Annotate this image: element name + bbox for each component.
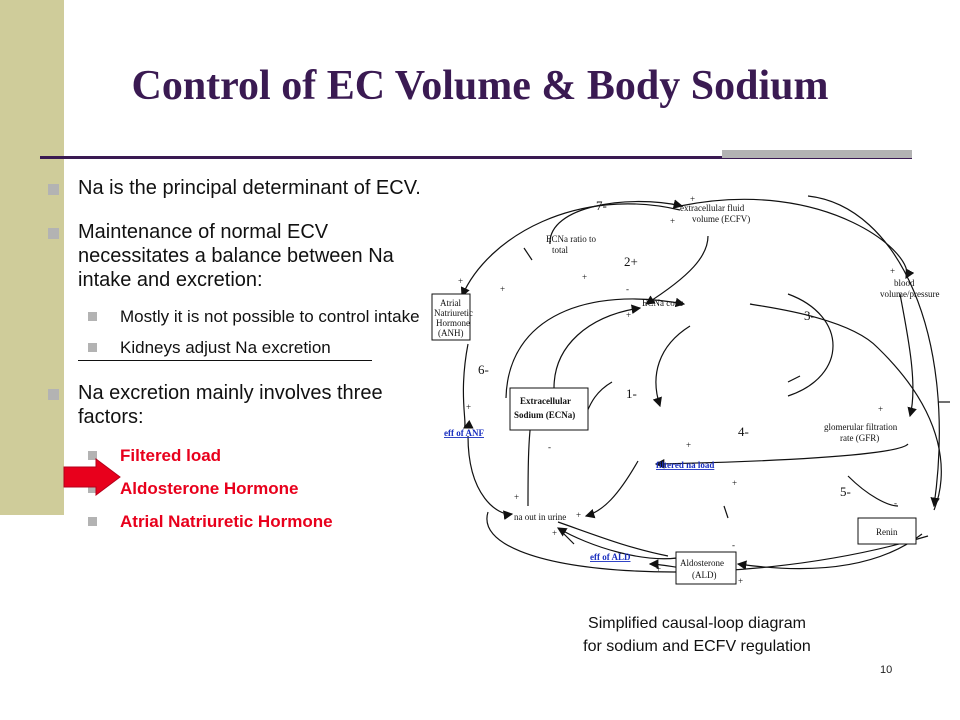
caption-line-1: Simplified causal-loop diagram [588,615,806,632]
node-eff-anf: eff of ANF [444,428,484,438]
polarity-plus: + [514,492,519,502]
sub-list-factors: Filtered load Aldosterone Hormone Atrial… [78,445,436,532]
polarity-plus: + [576,510,581,520]
sub-bullet-anh: Atrial Natriuretic Hormone [78,511,436,532]
polarity-plus: + [626,310,631,320]
anh-node-box [431,293,471,341]
loop-5: 5- [840,484,851,499]
node-anh-line3: Hormone [436,318,470,328]
polarity-plus: + [670,216,675,226]
polarity-plus: + [466,402,471,412]
bullet-balance: Maintenance of normal ECV necessitates a… [46,220,436,361]
bullet-three-factors-text: Na excretion mainly involves three facto… [78,382,383,428]
sub-bullet-filtered-load: Filtered load [78,445,436,466]
node-anh-line4: (ANH) [438,328,464,338]
node-ratio-line2: total [552,245,568,255]
node-ratio-line1: ECNa ratio to [546,234,596,244]
renin-node-box [857,517,917,545]
sub-bullet-kidneys: Kidneys adjust Na excretion [78,337,372,361]
bullet-three-factors: Na excretion mainly involves three facto… [46,381,436,532]
node-anh-line2: Natriuretic [434,308,473,318]
node-anh-line1: Atrial [440,298,461,308]
polarity-plus: + [656,564,661,574]
node-gfr-line1: glomerular filtration [824,422,898,432]
causal-loop-diagram: extracellular fluid volume (ECFV) ECNa r… [431,194,950,586]
polarity-plus: + [878,404,883,414]
node-eff-ald: eff of ALD [590,552,631,562]
diagram-caption: Simplified causal-loop diagram for sodiu… [512,612,882,658]
polarity-minus: - [548,442,551,452]
sub-list-balance: Mostly it is not possible to control int… [78,306,436,361]
polarity-plus: + [582,272,587,282]
loop-6: 6- [478,362,489,377]
node-filtered-load: filtered na load [656,460,714,470]
node-ecna-line1: Extracellular [520,396,571,406]
slide-title: Control of EC Volume & Body Sodium [131,63,829,109]
bullet-list: Na is the principal determinant of ECV. … [46,176,436,552]
polarity-plus: + [690,194,695,204]
polarity-plus: + [738,576,743,586]
node-renin: Renin [876,527,898,537]
page-number: 10 [880,664,893,676]
ald-node-box [675,551,737,585]
polarity-plus: + [458,276,463,286]
loop-1: 1- [626,386,637,401]
polarity-minus: - [732,540,735,550]
node-ald-line1: Aldosterone [680,558,724,568]
polarity-plus: + [890,266,895,276]
loop-7: 7- [596,198,607,213]
polarity-plus: + [686,440,691,450]
title-divider-accent [722,150,912,158]
polarity-plus: + [500,284,505,294]
loop-2: 2+ [624,254,638,269]
loop-4: 4- [738,424,749,439]
polarity-plus: + [552,528,557,538]
polarity-plus: + [732,478,737,488]
loop-3: 3- [804,308,815,323]
caption-line-2: for sodium and ECFV regulation [583,638,811,655]
node-ald-line2: (ALD) [692,570,717,580]
ecna-node-box [509,387,589,431]
bullet-balance-text: Maintenance of normal ECV necessitates a… [78,221,394,291]
node-na-out: na out in urine [514,512,566,522]
node-ecna-conc: ECNa conc [642,298,683,308]
node-ecfv-line1: extracellular fluid [680,203,745,213]
bullet-na-determinant: Na is the principal determinant of ECV. [46,176,436,200]
sub-bullet-intake: Mostly it is not possible to control int… [78,306,436,327]
node-bvp-line2: volume/pressure [880,289,939,299]
polarity-minus: - [894,498,897,508]
title-divider [40,156,912,159]
sidebar-strip [0,0,64,515]
red-arrow-icon [63,458,121,496]
polarity-minus: - [626,284,629,294]
sub-bullet-aldosterone: Aldosterone Hormone [78,478,436,499]
node-gfr-line2: rate (GFR) [840,433,879,443]
node-bvp-line1: blood [894,278,915,288]
node-ecfv-line2: volume (ECFV) [692,214,750,224]
node-ecna-line2: Sodium (ECNa) [514,410,575,420]
